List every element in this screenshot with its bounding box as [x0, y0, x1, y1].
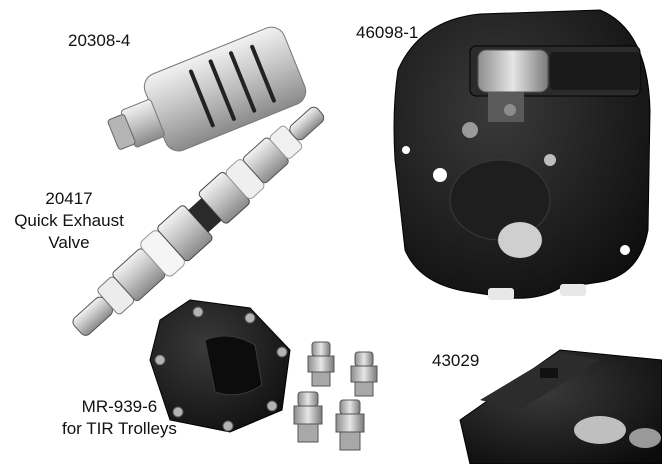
pump-part-number: 46098-1 [356, 23, 419, 42]
valve-part-number: 20417 [45, 189, 93, 208]
pump-label: 46098-1 [356, 22, 418, 44]
fittings-part [293, 341, 378, 451]
valve-part [72, 106, 325, 336]
muffler-label: 20308-4 [68, 30, 130, 52]
valve-label: 20417 Quick Exhaust Valve [8, 188, 130, 254]
mr939-label: MR-939-6 for TIR Trolleys [62, 396, 177, 440]
valve-name-line-2: Valve [48, 233, 90, 252]
pump-part [393, 9, 651, 300]
block-label: 43029 [432, 350, 479, 372]
valve-name-line-1: Quick Exhaust [14, 211, 124, 230]
mr939-part [149, 299, 291, 433]
block-part-number: 43029 [432, 351, 480, 370]
mr939-part-number: MR-939-6 [81, 397, 158, 416]
mr939-description: for TIR Trolleys [62, 419, 177, 438]
muffler-part [107, 26, 307, 152]
block-part [459, 349, 662, 464]
muffler-part-number: 20308-4 [68, 31, 131, 50]
